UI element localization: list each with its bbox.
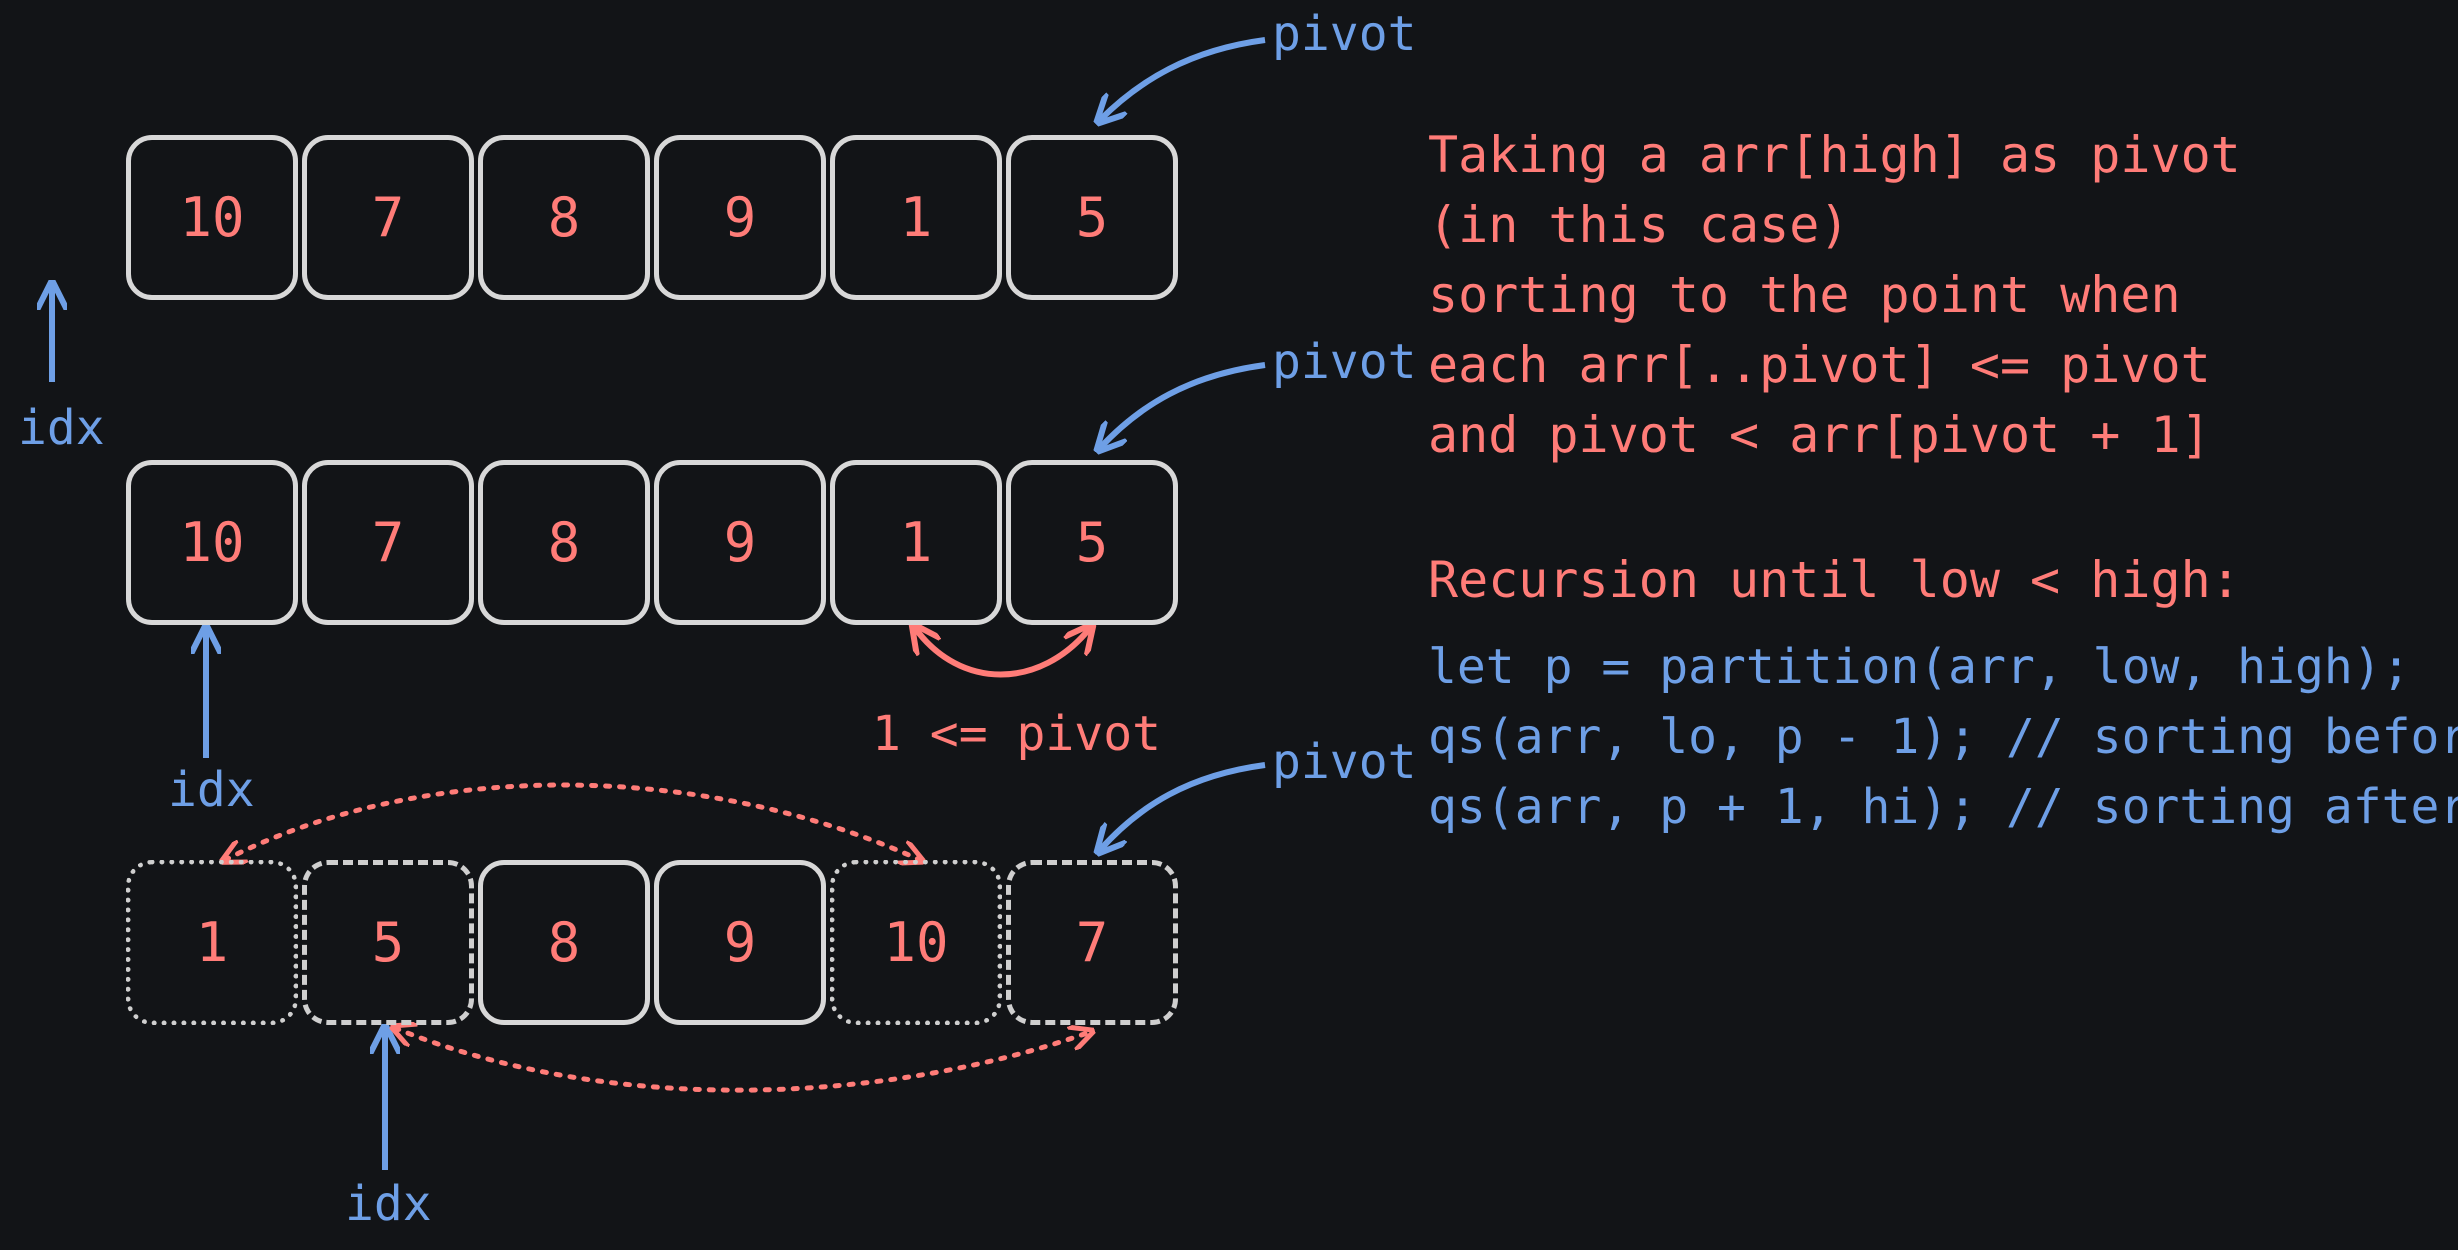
recursion-heading-text: Recursion until low < high: xyxy=(1428,551,2241,609)
explanation-line: Taking a arr[high] as pivot xyxy=(1428,126,2241,184)
pivot-arrow-row1 xyxy=(1100,37,1266,120)
swap-curve-row2 xyxy=(915,628,1090,678)
swap-arc-top-row3 xyxy=(225,782,920,860)
code-line: let p = partition(arr, low, high); xyxy=(1428,639,2411,695)
explanation-line: each arr[..pivot] <= pivot xyxy=(1428,336,2211,394)
idx-label-row1: idx xyxy=(18,400,105,456)
pivot-arrow-row2 xyxy=(1100,362,1266,448)
explanation-line: (in this case) xyxy=(1428,196,1850,254)
pivot-label-row3: pivot xyxy=(1272,734,1417,790)
code-line: qs(arr, lo, p - 1); // sorting before p xyxy=(1428,709,2458,765)
pivot-arrow-row3 xyxy=(1100,762,1266,850)
code-block: let p = partition(arr, low, high); qs(ar… xyxy=(1428,632,2458,842)
code-line: qs(arr, p + 1, hi); // sorting after p xyxy=(1428,779,2458,835)
explanation-line: sorting to the point when xyxy=(1428,266,2181,324)
pivot-label-row2: pivot xyxy=(1272,334,1417,390)
comparison-label: 1 <= pivot xyxy=(872,706,1161,762)
pivot-label-row1: pivot xyxy=(1272,6,1417,62)
explanation-line: and pivot < arr[pivot + 1] xyxy=(1428,406,2211,464)
idx-label-row3: idx xyxy=(345,1176,432,1232)
recursion-heading: Recursion until low < high: xyxy=(1428,545,2241,615)
swap-arc-bottom-row3 xyxy=(395,1028,1090,1093)
idx-label-row2: idx xyxy=(168,762,255,818)
explanation-text: Taking a arr[high] as pivot (in this cas… xyxy=(1428,120,2241,470)
